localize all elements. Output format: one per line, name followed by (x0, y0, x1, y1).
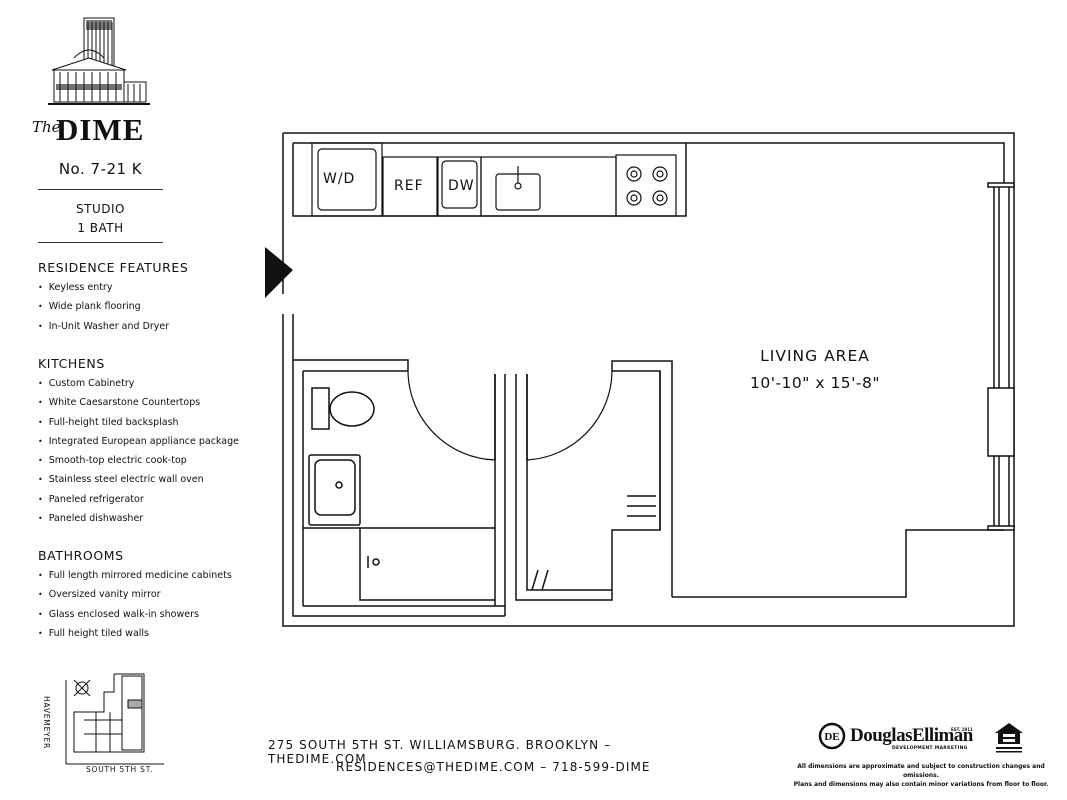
list-item: Paneled dishwasher (38, 509, 239, 528)
list-item: Keyless entry (38, 278, 169, 297)
dishwasher-label: DW (448, 178, 475, 194)
list-item: Custom Cabinetry (38, 374, 239, 393)
disclaimer-line: Plans and dimensions may also contain mi… (793, 781, 1049, 788)
washer-dryer-label: W/D (323, 171, 356, 187)
divider (38, 189, 163, 190)
unit-type-block: STUDIO 1 BATH (38, 200, 163, 238)
address-line: 275 SOUTH 5TH ST. WILLIAMSBURG. BROOKLYN… (268, 738, 612, 766)
street-label-horizontal: SOUTH 5TH ST. (86, 765, 154, 774)
entry-arrow-icon (265, 247, 293, 298)
brand-wordmark: The DIME (30, 112, 162, 147)
svg-text:DE: DE (824, 731, 839, 743)
street-label-vertical: HAVEMEYER (42, 695, 52, 750)
list-item: Stainless steel electric wall oven (38, 470, 239, 489)
unit-baths: 1 BATH (77, 221, 124, 235)
divider (38, 242, 163, 243)
list-item: Paneled refrigerator (38, 490, 239, 509)
list-item: Glass enclosed walk-in showers (38, 605, 232, 624)
bathrooms-list: Full length mirrored medicine cabinets O… (38, 566, 232, 643)
list-item: Oversized vanity mirror (38, 585, 232, 604)
disclaimer-line: All dimensions are approximate and subje… (797, 763, 1045, 779)
equal-housing-opportunity-icon (995, 723, 1023, 753)
unit-number: No. 7-21 K (58, 160, 143, 178)
list-item: Full height tiled walls (38, 624, 232, 643)
building-logo-icon (48, 17, 150, 105)
room-name: LIVING AREA (760, 347, 870, 365)
list-item: Wide plank flooring (38, 297, 169, 316)
list-item: Integrated European appliance package (38, 432, 239, 451)
residence-features-list: Keyless entry Wide plank flooring In-Uni… (38, 278, 169, 336)
disclaimer: All dimensions are approximate and subje… (790, 762, 1052, 789)
broker-established: EST. 1911 (951, 727, 973, 732)
list-item: Full length mirrored medicine cabinets (38, 566, 232, 585)
refrigerator-label: REF (394, 178, 424, 194)
kitchens-heading: KITCHENS (38, 356, 105, 371)
list-item: Smooth-top electric cook-top (38, 451, 239, 470)
unit-type: STUDIO (76, 202, 125, 216)
residence-features-heading: RESIDENCE FEATURES (38, 260, 189, 275)
douglas-elliman-logo-icon: DE (818, 722, 846, 750)
brand-name: DIME (56, 112, 145, 147)
list-item: In-Unit Washer and Dryer (38, 317, 169, 336)
brand-prefix: The (32, 118, 61, 136)
key-plan (65, 673, 164, 765)
contact-line: RESIDENCES@THEDIME.COM – 718-599-DIME (336, 760, 651, 774)
broker-name: DouglasElliman (850, 725, 973, 746)
kitchens-list: Custom Cabinetry White Caesarstone Count… (38, 374, 239, 528)
bathrooms-heading: BATHROOMS (38, 548, 124, 563)
list-item: White Caesarstone Countertops (38, 393, 239, 412)
broker-subtitle: DEVELOPMENT MARKETING (892, 746, 968, 751)
room-dimensions: 10'-10" x 15'-8" (749, 374, 881, 392)
floor-plan (265, 132, 1015, 627)
list-item: Full-height tiled backsplash (38, 413, 239, 432)
